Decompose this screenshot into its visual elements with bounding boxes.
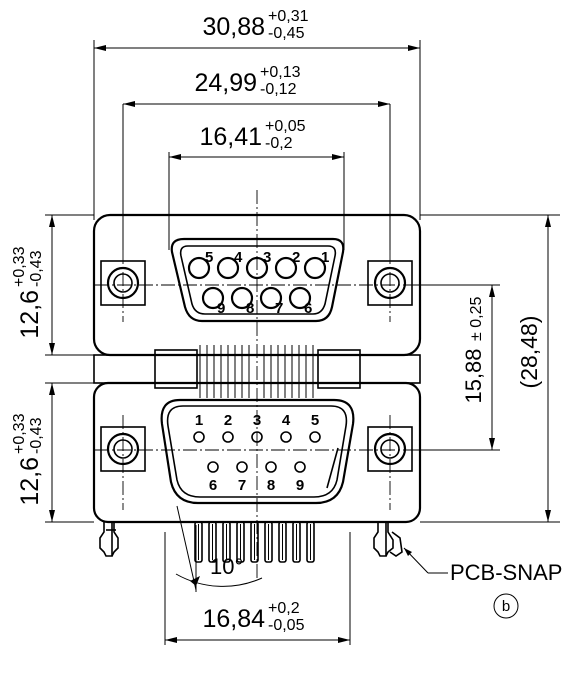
upper-pin-7: 7 [275,300,283,317]
dim-center-distance: 15,88 ± 0,25 [461,297,486,404]
lower-pin-4: 4 [282,412,291,429]
dimension-lines [51,47,549,641]
upper-pin-8: 8 [246,300,254,317]
upper-pin-3: 3 [263,249,271,266]
upper-pin-9: 9 [217,300,225,317]
dim-overall-width: 30,88 +0,31 -0,45 [202,8,308,42]
angle-annotation: 10° [175,505,263,592]
svg-text:12,6: 12,6 [16,290,44,339]
left-pcb-snap [99,522,119,557]
lower-pin-8: 8 [267,477,275,494]
right-pcb-snap [373,522,403,557]
upper-left-screw [106,266,140,300]
lower-pin-2: 2 [224,412,232,429]
lower-pin-6: 6 [209,477,217,494]
lower-left-screw [106,432,140,466]
lower-left-mount [100,426,146,472]
upper-right-mount [367,260,413,306]
svg-text:± 0,25: ± 0,25 [468,297,485,341]
svg-text:16,41: 16,41 [199,123,262,151]
dim-bottom-shell-width: 16,84 +0,2 -0,05 [202,600,304,634]
upper-pins [187,256,327,310]
pcb-snap-callout: PCB-SNAP b [403,547,562,619]
svg-text:-0,12: -0,12 [260,81,297,98]
svg-text:+0,33: +0,33 [11,413,28,454]
svg-text:16,84: 16,84 [202,605,265,633]
dim-lower-height: 12,6 +0,33 -0,43 [11,413,45,505]
svg-text:-0,05: -0,05 [268,617,305,634]
dim-total-height: (28,48) [516,316,542,389]
svg-text:+0,05: +0,05 [265,118,306,135]
callout-letter: b [502,598,510,615]
lower-right-screw [373,432,407,466]
upper-pin-1: 1 [321,249,329,266]
upper-right-screw [373,266,407,300]
svg-text:+0,33: +0,33 [11,246,28,287]
middle-pin-leads [199,345,314,398]
lower-pin-7: 7 [238,477,246,494]
svg-text:24,99: 24,99 [194,69,257,97]
svg-text:15,88: 15,88 [461,348,486,403]
upper-left-mount [100,260,146,306]
lower-pin-1: 1 [195,412,203,429]
lower-d-shell [160,398,355,505]
upper-pin-6: 6 [304,300,312,317]
callout-circle [493,593,519,619]
svg-text:30,88: 30,88 [202,13,265,41]
pcb-snap-label: PCB-SNAP [450,560,562,585]
upper-d-shell [170,237,345,323]
lower-pins [193,431,321,473]
lower-right-mount [367,426,413,472]
svg-text:-0,43: -0,43 [28,417,45,454]
lower-pin-3: 3 [253,412,261,429]
svg-text:(28,48): (28,48) [516,316,542,389]
svg-text:-0,2: -0,2 [265,135,293,152]
upper-pin-4: 4 [234,249,243,266]
dim-top-shell-width: 16,41 +0,05 -0,2 [199,118,305,152]
dim-upper-height: 12,6 +0,33 -0,43 [11,246,45,338]
angle-label: 10° [210,554,243,579]
svg-text:+0,13: +0,13 [260,64,301,81]
svg-text:-0,45: -0,45 [268,25,305,42]
svg-text:+0,2: +0,2 [268,600,300,617]
lower-pin-9: 9 [296,477,304,494]
svg-text:-0,43: -0,43 [28,250,45,287]
svg-text:12,6: 12,6 [16,457,44,506]
upper-pin-5: 5 [205,249,213,266]
dim-mount-spacing: 24,99 +0,13 -0,12 [194,64,300,98]
upper-pin-2: 2 [292,249,300,266]
dimension-arrows [49,45,551,643]
lower-pin-5: 5 [311,412,319,429]
pcb-pin-legs [194,521,315,563]
svg-text:+0,31: +0,31 [268,8,309,25]
